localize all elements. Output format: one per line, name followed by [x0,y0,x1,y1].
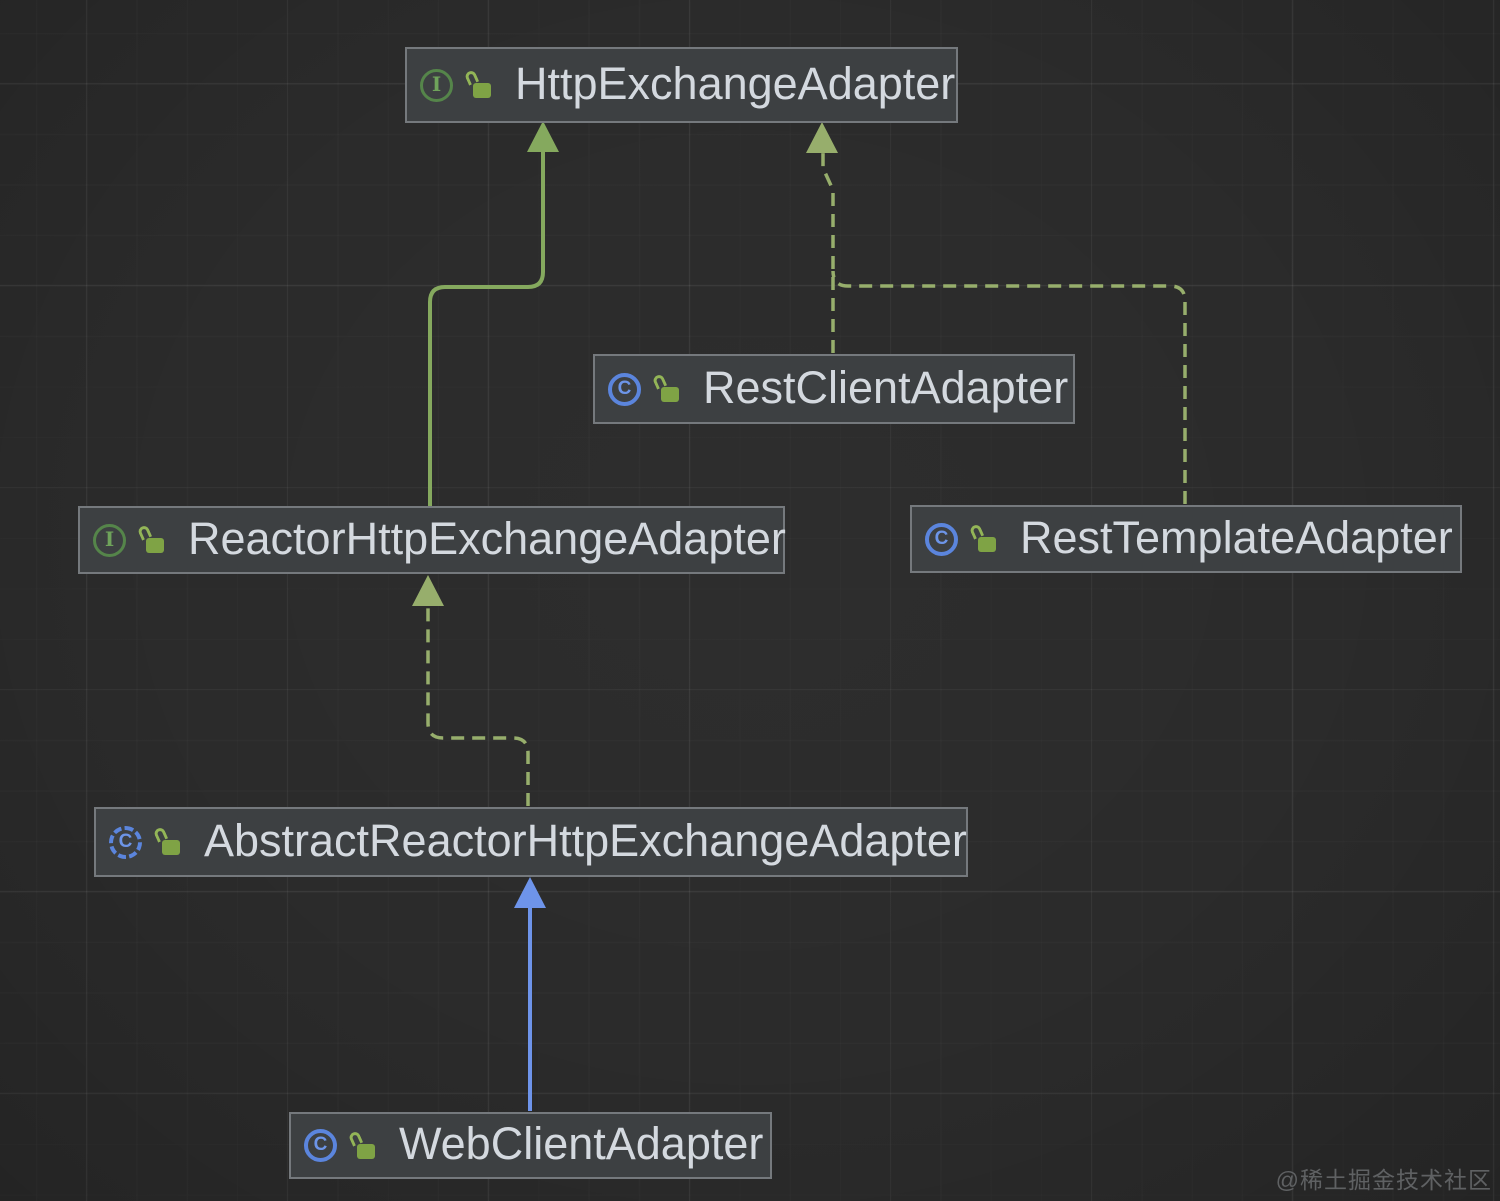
edge-line [821,152,835,353]
class-glyph: C [313,1134,328,1155]
edge-implements-abstractreactor-to-reactor[interactable] [412,575,530,806]
edge-extends-webclient-to-abstractreactor[interactable] [514,877,546,1111]
abstract-class-icon: C [109,825,142,859]
class-name-label: ReactorHttpExchangeAdapter [188,512,786,564]
class-icon: C [304,1129,337,1162]
arrowhead-icon [527,121,559,152]
edge-line [426,605,530,806]
edge-implements-restclient-to-httpexchange[interactable] [806,122,838,353]
public-lock-icon [347,1129,376,1161]
lock-body [661,387,679,402]
class-node-webclientadapter[interactable]: C WebClientAdapter [289,1112,772,1179]
class-name-label: AbstractReactorHttpExchangeAdapter [204,814,967,866]
class-node-httpexchangeadapter[interactable]: I HttpExchangeAdapter [405,47,958,123]
arrowhead-icon [806,122,838,153]
edge-extends-reactor-to-httpexchange[interactable] [428,121,559,507]
interface-glyph: I [104,527,115,551]
class-name-label: WebClientAdapter [399,1118,764,1169]
public-lock-icon [968,523,997,554]
class-icon: C [608,372,641,406]
class-glyph: C [617,377,632,399]
class-name-label: RestTemplateAdapter [1020,511,1453,563]
class-node-reactorhttpexchangeadapter[interactable]: I ReactorHttpExchangeAdapter [78,506,786,574]
lock-body [978,537,996,552]
public-lock-icon [651,373,680,404]
edge-line [428,150,545,507]
public-lock-icon [136,524,165,555]
interface-icon: I [420,68,453,102]
arrowhead-icon [514,877,546,908]
public-lock-icon [152,826,181,857]
watermark: @稀土掘金技术社区 [1275,1167,1492,1193]
lock-body [146,538,164,553]
lock-body [357,1143,375,1159]
arrowhead-icon [412,575,444,606]
class-icon: C [925,522,958,556]
class-glyph: C [118,830,133,852]
class-node-restclientadapter[interactable]: C RestClientAdapter [593,354,1075,424]
lock-body [473,83,491,98]
lock-body [162,840,180,855]
class-node-abstractreactorhttpexchangeadapter[interactable]: C AbstractReactorHttpExchangeAdapter [94,807,968,877]
public-lock-icon [463,69,492,100]
interface-icon: I [93,523,126,557]
class-name-label: RestClientAdapter [703,361,1069,413]
class-node-resttemplateadapter[interactable]: C RestTemplateAdapter [910,505,1462,573]
interface-glyph: I [431,72,442,96]
class-name-label: HttpExchangeAdapter [515,57,956,109]
class-glyph: C [934,527,949,549]
